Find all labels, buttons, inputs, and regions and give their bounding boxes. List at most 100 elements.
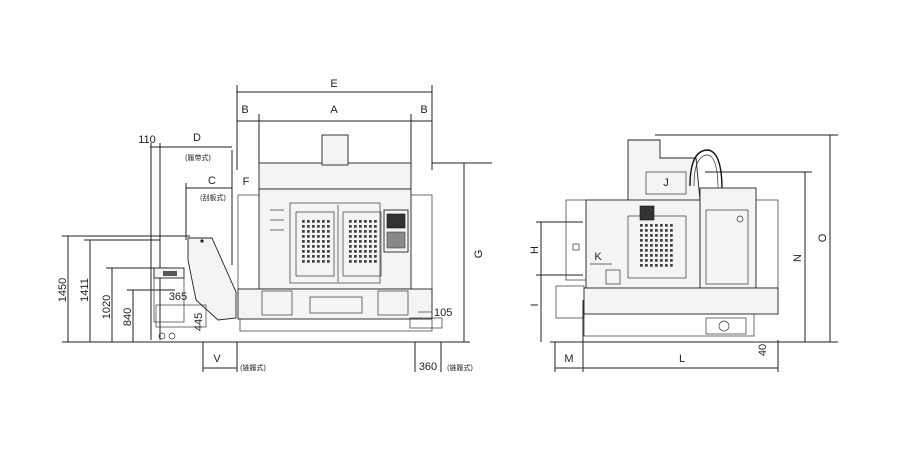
window-dot xyxy=(374,240,377,243)
window-dot xyxy=(660,239,663,242)
window-dot xyxy=(354,230,357,233)
window-dot xyxy=(317,245,320,248)
chip-bucket xyxy=(153,277,185,323)
spindle-motor xyxy=(321,134,349,166)
window-dot xyxy=(312,250,315,253)
window-dot xyxy=(312,260,315,263)
machine-base xyxy=(237,288,433,320)
cable-carrier xyxy=(689,149,723,191)
window-dot xyxy=(302,235,305,238)
window-dot xyxy=(665,239,668,242)
latch-icon xyxy=(736,215,744,223)
pump-unit xyxy=(705,317,747,335)
window-dot xyxy=(369,220,372,223)
window-dot xyxy=(359,240,362,243)
label-c: C xyxy=(208,175,216,187)
window-dot xyxy=(650,264,653,267)
base-drawer-left xyxy=(261,290,293,316)
window-dot xyxy=(665,244,668,247)
window-dot xyxy=(312,225,315,228)
window-dot xyxy=(359,260,362,263)
window-dot xyxy=(655,264,658,267)
window-dot xyxy=(645,254,648,257)
window-dot xyxy=(665,249,668,252)
window-dot xyxy=(322,230,325,233)
window-dot xyxy=(307,240,310,243)
side-panel-left xyxy=(237,194,260,296)
window-dot xyxy=(665,264,668,267)
window-dot xyxy=(655,224,658,227)
window-dot xyxy=(349,220,352,223)
window-dot xyxy=(317,260,320,263)
window-dot xyxy=(660,244,663,247)
label-b-left: B xyxy=(241,104,248,116)
label-e: E xyxy=(330,78,337,90)
window-dot xyxy=(645,249,648,252)
window-dot xyxy=(364,255,367,258)
window-dot xyxy=(640,234,643,237)
window-dot xyxy=(665,234,668,237)
door-window-left xyxy=(295,211,335,277)
window-dot xyxy=(354,220,357,223)
window-dot xyxy=(670,234,673,237)
window-dot xyxy=(650,234,653,237)
window-dot xyxy=(322,225,325,228)
side-door xyxy=(565,199,587,281)
chip-conveyor xyxy=(187,237,237,321)
window-dot xyxy=(327,245,330,248)
window-dot xyxy=(645,259,648,262)
window-dot xyxy=(312,220,315,223)
window-dot xyxy=(359,230,362,233)
base-drawer-right xyxy=(377,290,409,316)
label-a: A xyxy=(330,104,338,116)
window-dot xyxy=(645,244,648,247)
window-dot xyxy=(349,260,352,263)
window-dot xyxy=(364,245,367,248)
label-v: V xyxy=(213,353,221,365)
window-dot xyxy=(655,239,658,242)
side-base xyxy=(583,287,779,315)
label-h: H xyxy=(529,246,541,254)
control-screen xyxy=(386,213,406,229)
cabinet-door xyxy=(705,209,749,285)
window-dot xyxy=(349,235,352,238)
window-dot xyxy=(364,220,367,223)
window-dot xyxy=(302,255,305,258)
window-dot xyxy=(650,244,653,247)
window-dot xyxy=(307,255,310,258)
window-dot xyxy=(354,245,357,248)
window-dot xyxy=(307,220,310,223)
note-d: (履带式) xyxy=(185,153,211,162)
window-dot xyxy=(322,255,325,258)
window-dot xyxy=(322,250,325,253)
window-dot xyxy=(307,225,310,228)
window-dot xyxy=(660,224,663,227)
window-dot xyxy=(665,224,668,227)
window-dot xyxy=(655,244,658,247)
window-dot xyxy=(640,249,643,252)
window-dot xyxy=(359,250,362,253)
control-keypad xyxy=(386,231,406,249)
window-dot xyxy=(317,255,320,258)
label-j: J xyxy=(663,177,669,189)
window-dot xyxy=(359,220,362,223)
window-dot xyxy=(369,235,372,238)
front-door-frame xyxy=(289,202,381,284)
side-view: O N M L 40 H I J K xyxy=(529,134,838,372)
window-dot xyxy=(645,224,648,227)
window-dot xyxy=(317,250,320,253)
door-grid-right xyxy=(349,220,377,263)
window-dot xyxy=(354,235,357,238)
window-dot xyxy=(349,240,352,243)
dim-445: 445 xyxy=(193,313,205,331)
window-dot xyxy=(354,225,357,228)
window-dot xyxy=(364,260,367,263)
window-dot xyxy=(302,230,305,233)
window-dot xyxy=(327,240,330,243)
window-dot xyxy=(307,260,310,263)
window-dot xyxy=(660,254,663,257)
window-dot xyxy=(660,259,663,262)
window-dot xyxy=(317,240,320,243)
window-dot xyxy=(670,224,673,227)
